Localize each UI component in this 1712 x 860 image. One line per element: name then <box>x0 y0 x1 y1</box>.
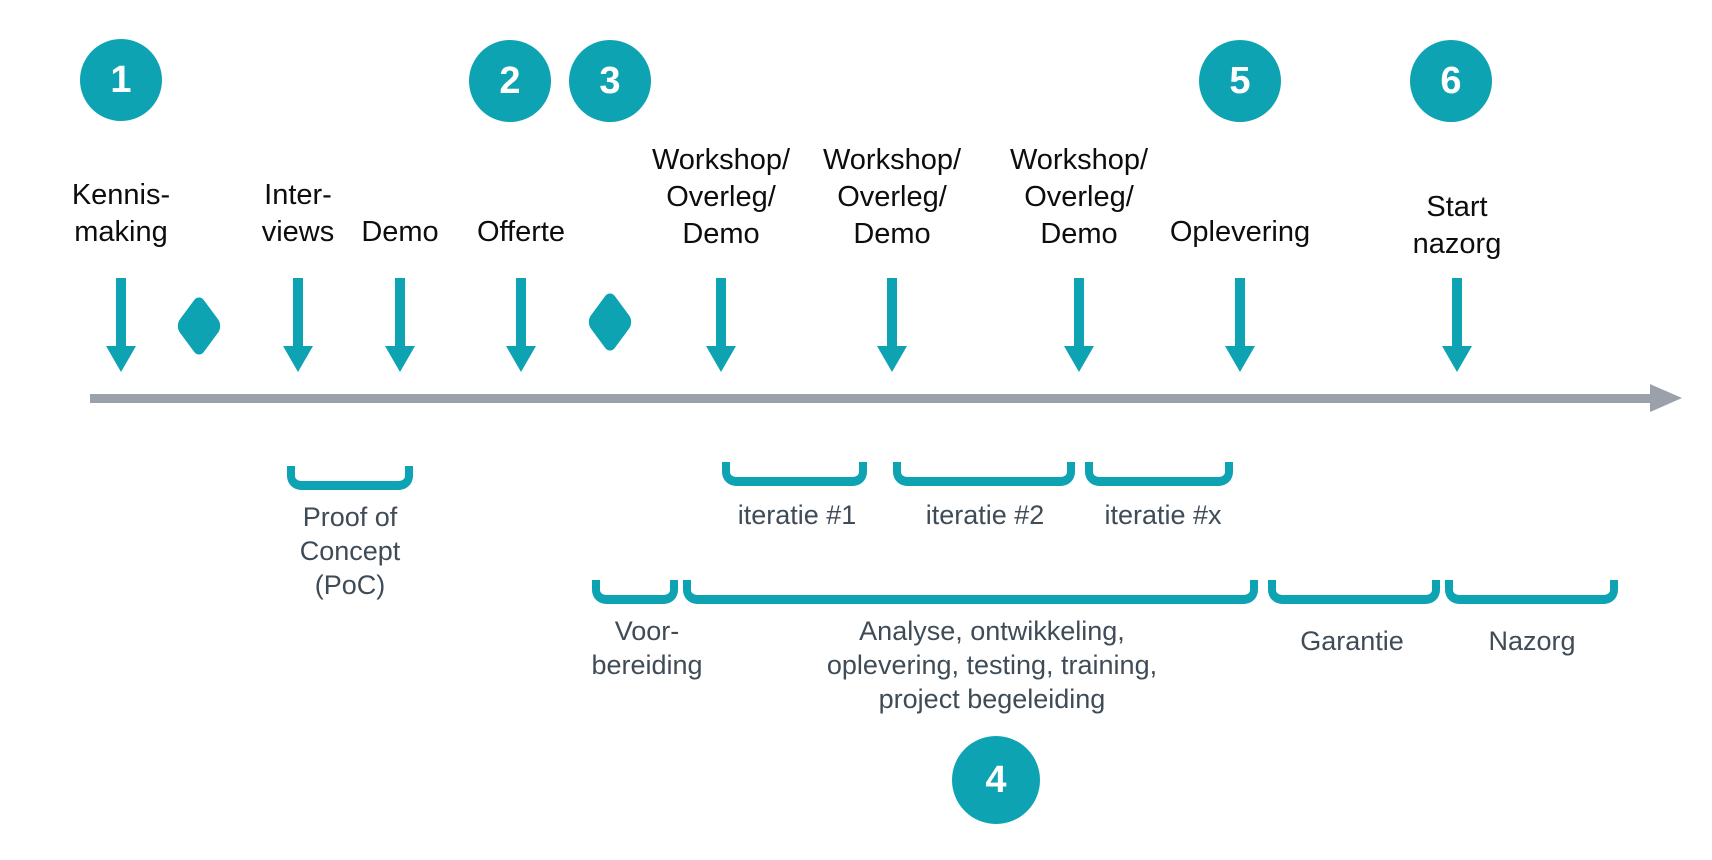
arrow-shaft <box>116 278 126 348</box>
bracket-nazorg <box>1445 580 1618 604</box>
milestone-label-workshop-1: Workshop/ Overleg/ Demo <box>651 144 791 250</box>
down-arrow-icon <box>385 278 415 374</box>
down-arrow-icon <box>106 278 136 374</box>
step-number: 4 <box>985 758 1007 801</box>
arrow-shaft <box>395 278 405 348</box>
step-number: 2 <box>499 59 521 102</box>
milestone-label-workshop-3: Workshop/ Overleg/ Demo <box>1009 144 1149 250</box>
arrow-shaft <box>1235 278 1245 348</box>
milestone-label-kennismaking: Kennis- making <box>71 179 171 248</box>
bracket-garantie <box>1268 580 1440 604</box>
arrow-shaft <box>1452 278 1462 348</box>
bracket-proof-of-concept <box>287 466 413 490</box>
arrow-head <box>283 346 313 372</box>
timeline-arrowhead-icon <box>1650 384 1682 412</box>
phase-label-iteration-1: iteratie #1 <box>737 500 857 530</box>
milestone-label-workshop-2: Workshop/ Overleg/ Demo <box>822 144 962 250</box>
milestone-label-oplevering: Oplevering <box>1169 216 1311 248</box>
arrow-shaft <box>887 278 897 348</box>
arrow-shaft <box>293 278 303 348</box>
arrow-head <box>1225 346 1255 372</box>
timeline-arrow <box>90 394 1652 403</box>
bracket-voorbereiding <box>592 580 678 604</box>
diamond-icon <box>174 293 224 359</box>
arrow-shaft <box>1074 278 1084 348</box>
phase-label-iteration-x: iteratie #x <box>1104 500 1222 530</box>
step-number: 6 <box>1440 59 1462 102</box>
step-circle-3: 3 <box>569 40 651 122</box>
step-number: 3 <box>599 59 621 102</box>
diamond-icon <box>585 289 635 355</box>
down-arrow-icon <box>1225 278 1255 374</box>
milestone-label-interviews: Inter- views <box>261 179 335 248</box>
down-arrow-icon <box>1064 278 1094 374</box>
arrow-head <box>1442 346 1472 372</box>
step-circle-2: 2 <box>469 40 551 122</box>
phase-label-analyse: Analyse, ontwikkeling, oplevering, testi… <box>826 616 1158 714</box>
bracket-iteration-1 <box>722 462 867 486</box>
arrow-head <box>1064 346 1094 372</box>
phase-label-voorbereiding: Voor- bereiding <box>591 616 703 680</box>
step-circle-4: 4 <box>952 736 1040 824</box>
step-number: 1 <box>110 58 132 101</box>
phase-label-iteration-2: iteratie #2 <box>925 500 1045 530</box>
bracket-analyse <box>683 580 1258 604</box>
arrow-shaft <box>716 278 726 348</box>
phase-label-nazorg: Nazorg <box>1488 626 1576 656</box>
arrow-head <box>506 346 536 372</box>
arrow-head <box>106 346 136 372</box>
arrow-head <box>385 346 415 372</box>
step-circle-1: 1 <box>80 39 162 121</box>
step-circle-6: 6 <box>1410 40 1492 122</box>
down-arrow-icon <box>506 278 536 374</box>
down-arrow-icon <box>706 278 736 374</box>
arrow-head <box>877 346 907 372</box>
down-arrow-icon <box>877 278 907 374</box>
down-arrow-icon <box>283 278 313 374</box>
bracket-iteration-2 <box>893 462 1075 486</box>
phase-label-proof-of-concept: Proof of Concept (PoC) <box>299 502 401 600</box>
phase-label-garantie: Garantie <box>1300 626 1404 656</box>
bracket-iteration-x <box>1085 462 1233 486</box>
step-circle-5: 5 <box>1199 40 1281 122</box>
arrow-shaft <box>516 278 526 348</box>
arrow-head <box>706 346 736 372</box>
step-number: 5 <box>1229 59 1251 102</box>
milestone-label-demo: Demo <box>361 216 439 248</box>
down-arrow-icon <box>1442 278 1472 374</box>
milestone-label-offerte: Offerte <box>476 216 566 248</box>
milestone-label-start-nazorg: Start nazorg <box>1412 191 1502 260</box>
